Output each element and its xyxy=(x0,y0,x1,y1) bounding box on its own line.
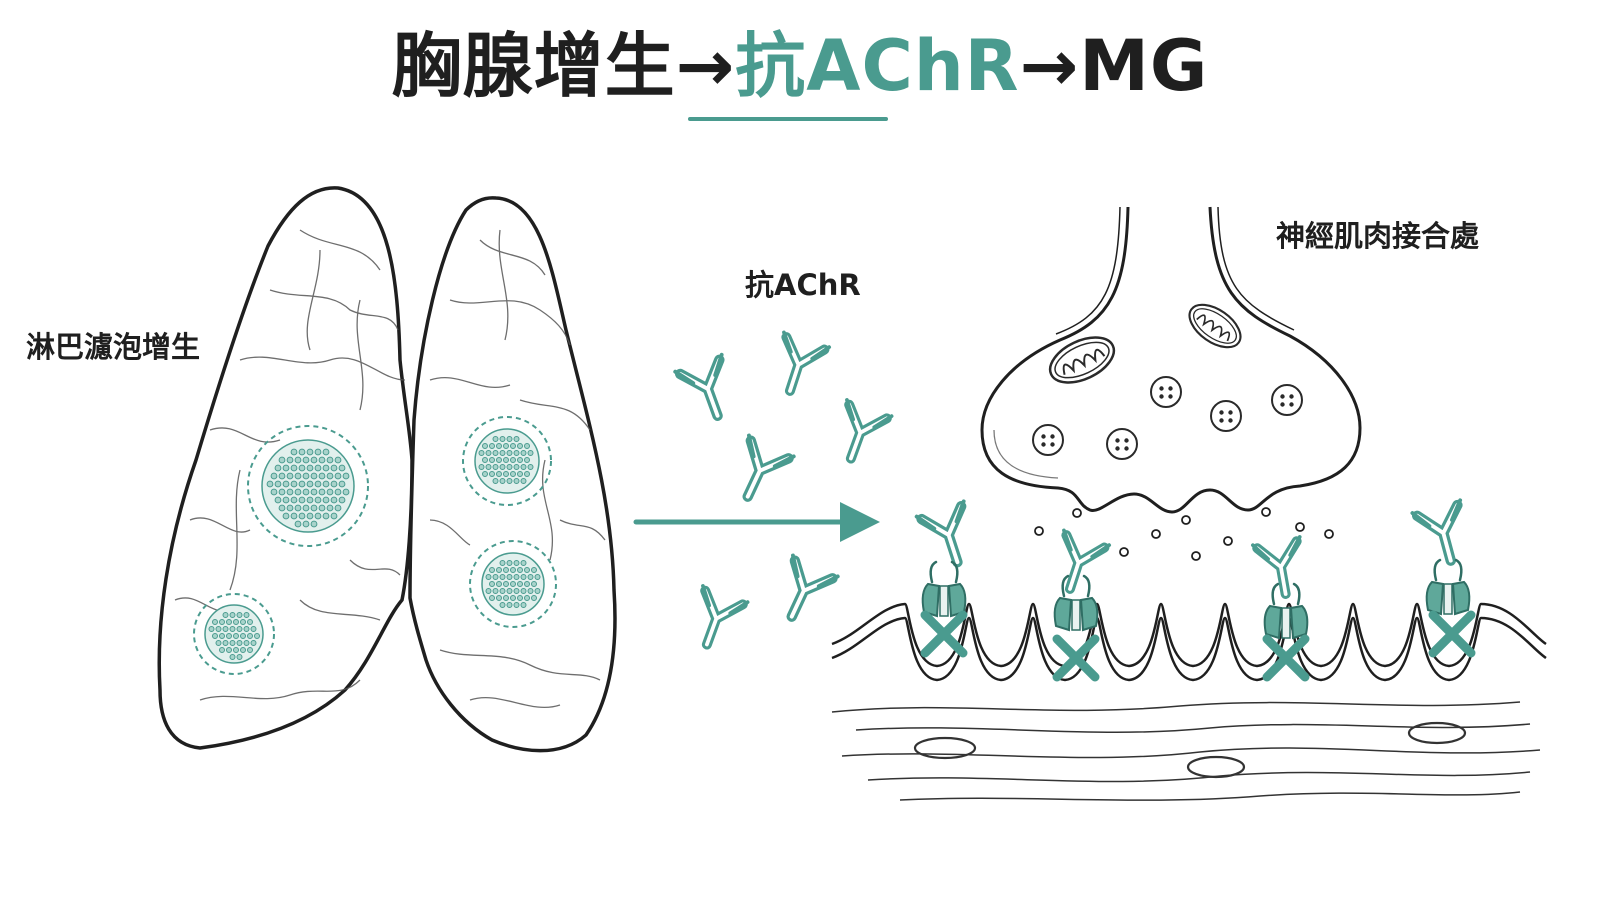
receptor-group xyxy=(1253,537,1309,677)
antibody-icon xyxy=(917,501,981,569)
title-arrow-2: → xyxy=(1019,25,1080,107)
follicle-upper-right xyxy=(462,416,552,506)
title-mg: MG xyxy=(1079,25,1209,107)
block-x-icon xyxy=(925,615,963,653)
antibody-label: 抗AChR xyxy=(745,268,861,302)
flow-arrow xyxy=(633,502,880,542)
lymph-follicle-label: 淋巴濾泡增生 xyxy=(26,330,201,364)
achr-receptor-icon xyxy=(921,560,967,618)
antibody-icon xyxy=(675,355,741,424)
follicle-large xyxy=(247,425,369,547)
neuromuscular-junction xyxy=(831,206,1547,801)
antibody-icon xyxy=(1253,537,1309,598)
achr-receptor-icon xyxy=(1425,558,1471,616)
antibody-icon xyxy=(769,556,837,628)
lymph-follicles xyxy=(193,416,557,675)
receptor-group xyxy=(917,501,981,653)
acetylcholine-dots xyxy=(1034,507,1334,561)
vesicle-icon xyxy=(1271,384,1303,416)
thymus-illustration xyxy=(157,186,617,753)
free-antibodies xyxy=(675,332,891,652)
block-x-icon xyxy=(1057,639,1095,677)
antibody-icon xyxy=(685,586,748,653)
vesicle-icon xyxy=(1210,400,1242,432)
antibody-icon xyxy=(767,332,829,398)
title-thymus: 胸腺增生 xyxy=(391,25,676,107)
blocked-receptors xyxy=(917,500,1475,677)
vesicle-icon xyxy=(1150,376,1182,408)
antibody-icon xyxy=(1047,530,1109,596)
postsynaptic-membrane xyxy=(831,602,1547,682)
follicle-lower-right xyxy=(469,540,557,628)
vesicle-icon xyxy=(1032,424,1064,456)
page-title: 胸腺增生→抗AChR→MG xyxy=(0,24,1600,108)
follicle-lower-left xyxy=(193,593,275,675)
receptor-group xyxy=(1047,530,1109,677)
muscle-fibers xyxy=(831,701,1541,801)
vesicle-icon xyxy=(1106,428,1138,460)
block-x-icon xyxy=(1433,615,1471,653)
nmj-label: 神經肌肉接合處 xyxy=(1276,219,1480,253)
title-arrow-1: → xyxy=(675,25,736,107)
antibody-icon xyxy=(725,436,793,508)
title-anti-achr: 抗AChR xyxy=(735,25,1020,107)
antibody-icon xyxy=(829,400,892,467)
presynaptic-terminal xyxy=(980,206,1362,514)
antibody-icon xyxy=(1412,500,1474,567)
